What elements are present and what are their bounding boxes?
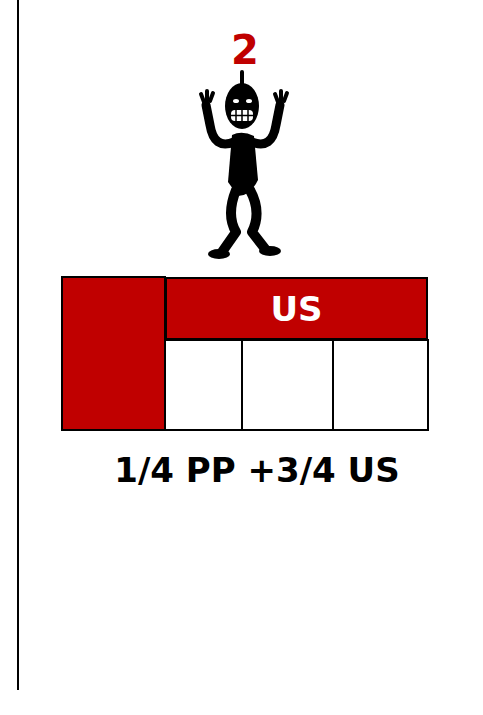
band-label: US — [270, 289, 322, 329]
stick-figure — [201, 72, 287, 259]
fraction-table — [62, 277, 428, 430]
fraction-caption: 1/4 PP +3/4 US — [114, 450, 399, 490]
margin-line — [17, 0, 19, 690]
callout-number: 2 — [231, 27, 259, 73]
header-band: US — [165, 277, 428, 340]
